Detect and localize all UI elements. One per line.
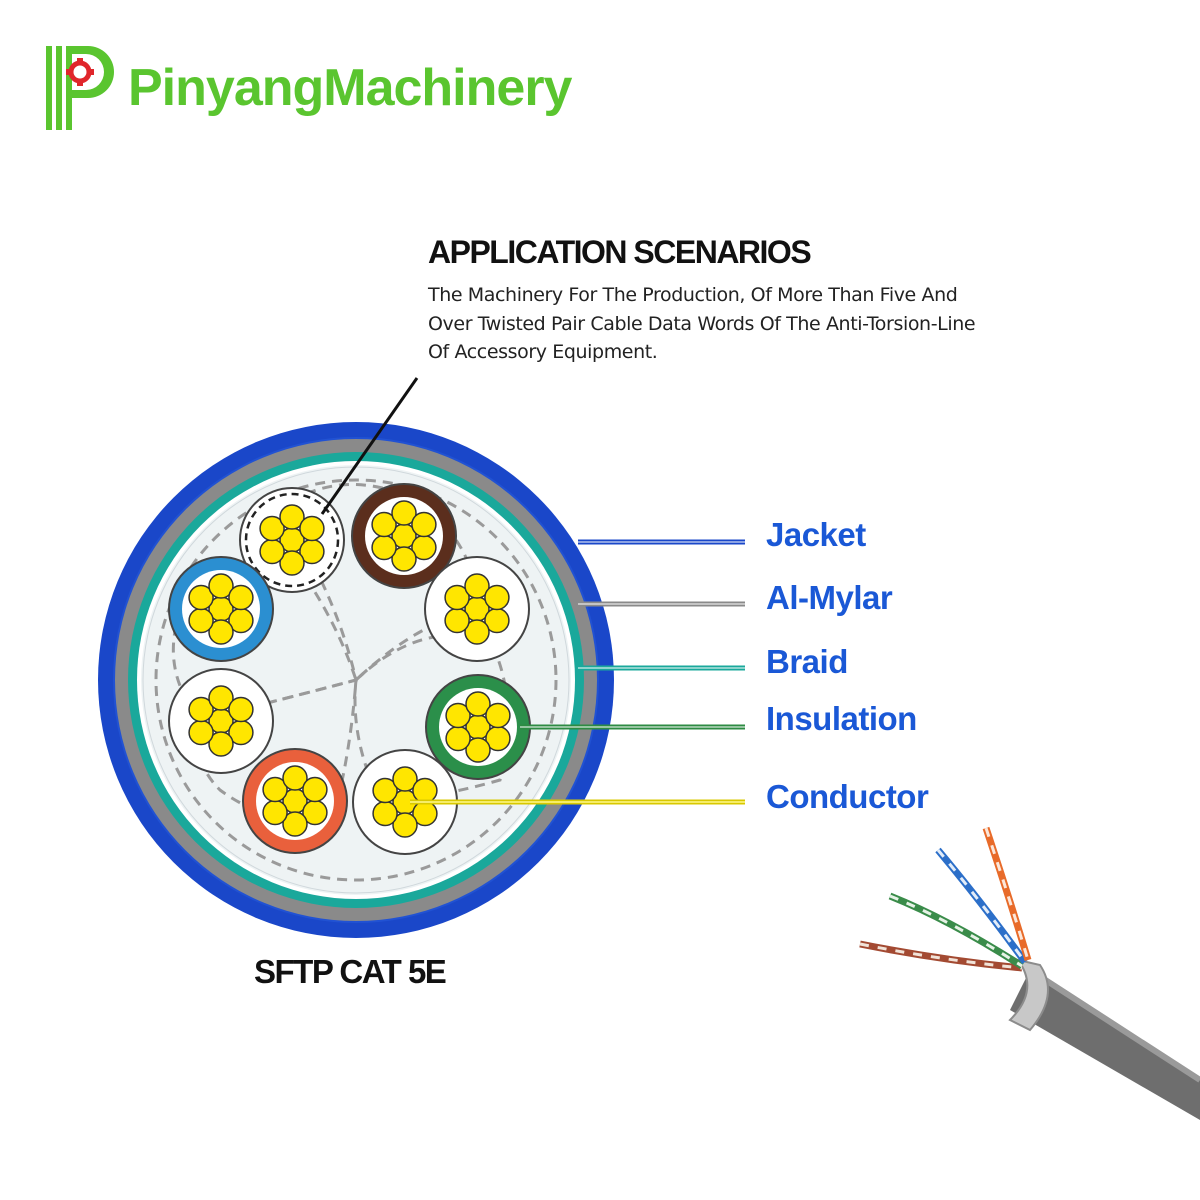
conductor-strand [279,550,305,576]
conductor-strand [391,500,417,526]
conductor-strand [208,573,234,599]
conductor-strand [262,776,288,803]
conductor-strand [228,696,254,723]
conductor-strand [445,725,471,752]
conductor-label: Conductor [766,778,929,815]
conductor-strand [391,546,417,572]
conductor-strand [188,696,214,723]
conductor-strand [259,538,285,565]
wire-3 [424,556,530,662]
insulation-label: Insulation [766,700,917,737]
braid-label: Braid [766,643,848,680]
wire-1 [239,487,345,593]
application-pointer-line [320,377,419,515]
conductor-strand [445,702,471,729]
wire-8 [352,749,458,855]
conductor-strand [299,515,325,542]
application-description: The Machinery For The Production, Of Mor… [428,281,1108,367]
conductor-strand [371,534,397,561]
conductor-strand [484,584,510,611]
wire-5 [168,668,274,774]
conductor-strand [279,504,305,530]
conductor-strand [464,573,490,599]
conductor-strand [188,719,214,746]
leader-lines [410,539,745,805]
conductor-strand [465,691,491,717]
conductor-strand [371,511,397,538]
cable-model-label: SFTP CAT 5E [254,953,447,990]
application-heading: APPLICATION SCENARIOS [428,234,812,270]
conductor-strand [208,731,234,757]
conductor-strand [262,799,288,826]
conductor-strand [188,607,214,634]
conductor-strand [372,800,398,827]
twisted-pair-cable-image [859,826,1200,1120]
conductor-strand [208,685,234,711]
conductor-strand [188,584,214,611]
conductor-strand [228,584,254,611]
conductor-strand [444,607,470,634]
conductor-strand [282,765,308,791]
wire-2 [351,483,457,589]
conductor-strand [208,619,234,645]
application-line-2: Over Twisted Pair Cable Data Words Of Th… [428,312,976,335]
wire-7 [242,748,348,854]
application-line-1: The Machinery For The Production, Of Mor… [428,284,958,306]
conductor-strand [464,619,490,645]
conductor-strand [444,584,470,611]
conductor-strand [372,777,398,804]
wire-6 [425,674,531,780]
conductor-strand [412,777,438,804]
conductor-strand [411,511,437,538]
conductor-strand [282,811,308,837]
conductor-strand [302,776,328,803]
gear-p-logo-icon [46,46,114,130]
conductor-strand [392,812,418,838]
conductor-strand [392,766,418,792]
wire-4 [168,556,274,662]
conductor-strand [465,737,491,763]
al-mylar-label: Al-Mylar [766,579,893,616]
application-line-3: Of Accessory Equipment. [428,341,658,363]
brand-name: PinyangMachinery [128,59,572,117]
jacket-label: Jacket [766,516,866,553]
conductor-strand [485,702,511,729]
conductor-strand [259,515,285,542]
